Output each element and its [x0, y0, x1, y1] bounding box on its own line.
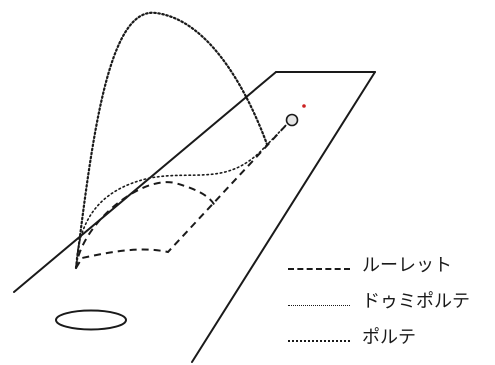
ball: [285, 113, 299, 127]
demi-porte-trajectory: [75, 121, 290, 269]
target-ellipse: [55, 309, 127, 331]
legend-label-demi-porte: ドゥミポルテ: [362, 291, 470, 312]
table-left-edge: [13, 71, 277, 293]
porte-trajectory: [74, 11, 270, 270]
red-marker-dot: [302, 104, 306, 108]
legend-item-demi-porte: ドゥミポルテ: [288, 288, 493, 324]
legend-label-porte: ポルテ: [362, 327, 416, 348]
legend-item-porte: ポルテ: [288, 324, 493, 360]
legend-label-roulette: ルーレット: [362, 255, 452, 276]
dashed-line-swatch: [288, 268, 350, 270]
table-right-edge: [191, 71, 376, 363]
fine-dotted-line-swatch: [288, 305, 350, 306]
legend-item-roulette: ルーレット: [288, 252, 493, 288]
table-surface: [13, 71, 376, 363]
roulette-return-line: [75, 121, 290, 269]
legend: ルーレット ドゥミポルテ ポルテ: [288, 252, 493, 360]
dense-dotted-line-swatch: [288, 340, 350, 342]
